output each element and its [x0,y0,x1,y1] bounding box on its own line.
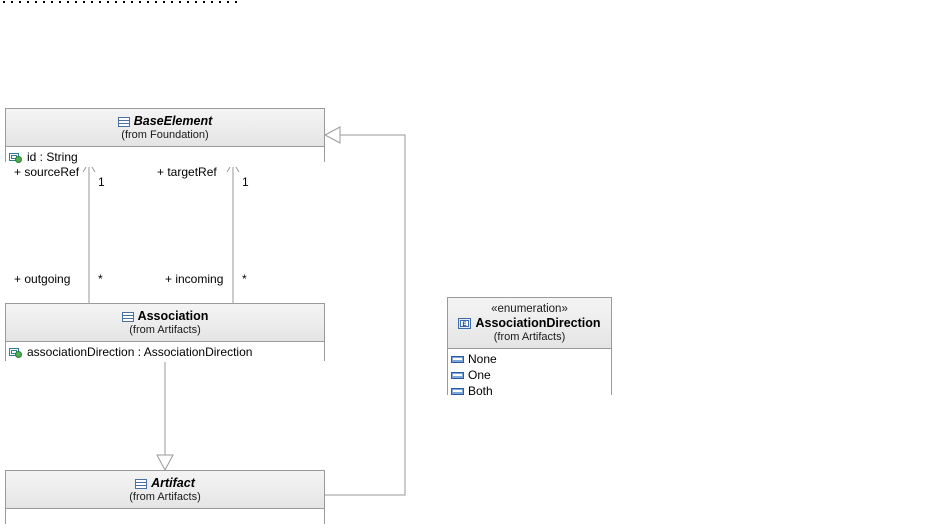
ruler-dot [219,1,221,3]
ruler-dot [67,1,69,3]
class-header-artifact: Artifact (from Artifacts) [6,471,324,509]
ruler-dot [19,1,21,3]
svg-text:E: E [463,322,467,328]
ruler-dot [107,1,109,3]
ruler-dot [11,1,13,3]
edge-label-source-ref-multiplicity: 1 [98,175,105,189]
enumeration-package: (from Artifacts) [493,331,566,343]
class-name-base-element: BaseElement [133,114,213,128]
ruler-dot [99,1,101,3]
ruler-dot [171,1,173,3]
edge-artifact-to-base-element [323,126,406,496]
class-name-line-artifact: Artifact [10,476,320,491]
uml-class-icon [121,311,134,323]
ruler-dot [131,1,133,3]
attribute-compartment-association: associationDirection : AssociationDirect… [6,342,324,362]
class-package-artifact: (from Artifacts) [129,491,201,503]
attribute-label: associationDirection : AssociationDirect… [27,345,253,359]
enum-literal-icon [451,355,464,364]
ruler-dot [147,1,149,3]
ruler-dot [27,1,29,3]
attribute-row[interactable]: id : String [6,149,324,165]
ruler-dot [227,1,229,3]
edge-label-incoming-multiplicity: * [242,272,247,286]
ruler-dot [91,1,93,3]
ruler-dot [115,1,117,3]
ruler-dot [195,1,197,3]
enum-literal-icon [451,387,464,396]
edge-label-incoming-role: + incoming [165,272,224,286]
attribute-compartment-artifact [6,509,324,529]
literal-compartment-association-direction: None One Both [448,349,611,401]
class-box-artifact[interactable]: Artifact (from Artifacts) [5,470,325,529]
enumeration-stereotype: «enumeration» [491,303,568,315]
ruler-dot [235,1,237,3]
enum-literal-label: Both [468,384,493,398]
ruler-dot [75,1,77,3]
attribute-label: id : String [27,150,78,164]
ruler-dot [187,1,189,3]
class-box-base-element[interactable]: BaseElement (from Foundation) id : Strin… [5,108,325,167]
edge-label-target-ref-multiplicity: 1 [242,175,249,189]
uml-class-icon [135,478,148,490]
class-name-association: Association [137,309,209,323]
list-item[interactable]: None [448,351,611,367]
public-attribute-icon [9,346,23,358]
enumeration-box-association-direction[interactable]: «enumeration» E AssociationDirection (fr… [447,297,612,401]
edge-target-ref [226,161,240,303]
attribute-row[interactable]: associationDirection : AssociationDirect… [6,344,324,360]
edge-association-to-artifact [156,361,174,472]
ruler-dot [3,1,5,3]
ruler-dot [51,1,53,3]
ruler-dot [35,1,37,3]
ruler-dot [179,1,181,3]
attribute-compartment-base-element: id : String [6,147,324,167]
enum-literal-label: None [468,352,497,366]
edge-label-target-ref-role: + targetRef [157,165,217,179]
enum-literal-label: One [468,368,491,382]
ruler-dot [139,1,141,3]
list-item[interactable]: Both [448,383,611,399]
class-header-base-element: BaseElement (from Foundation) [6,109,324,147]
enumeration-name-line: E AssociationDirection [452,316,607,331]
public-attribute-icon [9,151,23,163]
ruler-dot [163,1,165,3]
enumeration-header-association-direction: «enumeration» E AssociationDirection (fr… [448,298,611,349]
class-header-association: Association (from Artifacts) [6,304,324,342]
edge-label-outgoing-multiplicity: * [98,272,103,286]
class-name-artifact: Artifact [151,476,195,490]
class-box-association[interactable]: Association (from Artifacts) association… [5,303,325,362]
ruler-dot [203,1,205,3]
uml-enumeration-icon: E [458,317,472,330]
ruler-dot [83,1,85,3]
edge-label-source-ref-role: + sourceRef [14,165,80,179]
ruler-dot [59,1,61,3]
class-package-base-element: (from Foundation) [121,129,209,141]
ruler-dot [211,1,213,3]
class-package-association: (from Artifacts) [129,324,201,336]
dotted-ruler [0,0,237,6]
edge-label-outgoing-role: + outgoing [14,272,71,286]
list-item[interactable]: One [448,367,611,383]
ruler-dot [123,1,125,3]
uml-class-icon [117,116,130,128]
ruler-dot [43,1,45,3]
edge-source-ref [82,161,96,303]
enumeration-name: AssociationDirection [475,316,601,330]
ruler-dot [155,1,157,3]
class-name-line-association: Association [10,309,320,324]
enum-literal-icon [451,371,464,380]
class-name-line-base-element: BaseElement [10,114,320,129]
